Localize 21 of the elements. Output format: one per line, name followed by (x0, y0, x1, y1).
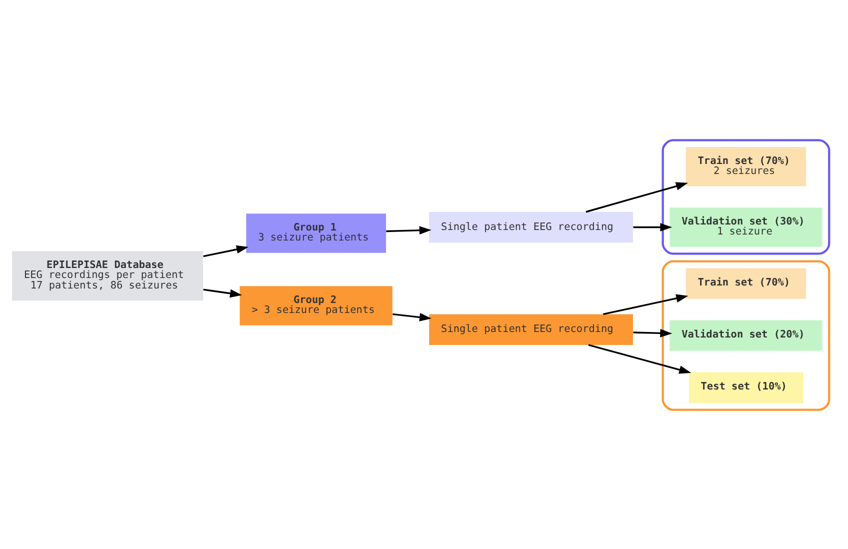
node-box: Group 1 3 seizure patients (246, 213, 386, 252)
node-box: EPILEPISAE Database EEG recordings per patient 17 patients, 86 seizures (12, 250, 204, 300)
arrow (586, 182, 688, 212)
arrow (203, 288, 242, 298)
arrow (633, 328, 672, 337)
arrow (588, 344, 692, 374)
node-box: Test set (10%) (688, 372, 804, 402)
node-box: Validation set (30%) 1 seizure (670, 207, 822, 246)
arrow (386, 226, 432, 234)
node-box: Single patient EEG recording (429, 314, 633, 344)
cluster (662, 260, 830, 410)
arrow (392, 312, 432, 321)
node-box: Train set (70%) (686, 268, 806, 298)
arrow (203, 244, 248, 257)
node-box: Single patient EEG recording (429, 211, 633, 242)
arrow (633, 222, 672, 231)
cluster (662, 138, 830, 254)
node-box: Validation set (20%) (670, 320, 822, 350)
node-box: Train set (70%) 2 seizures (686, 146, 806, 186)
arrow (603, 294, 688, 315)
node-box: Group 2 > 3 seizure patients (240, 286, 392, 325)
